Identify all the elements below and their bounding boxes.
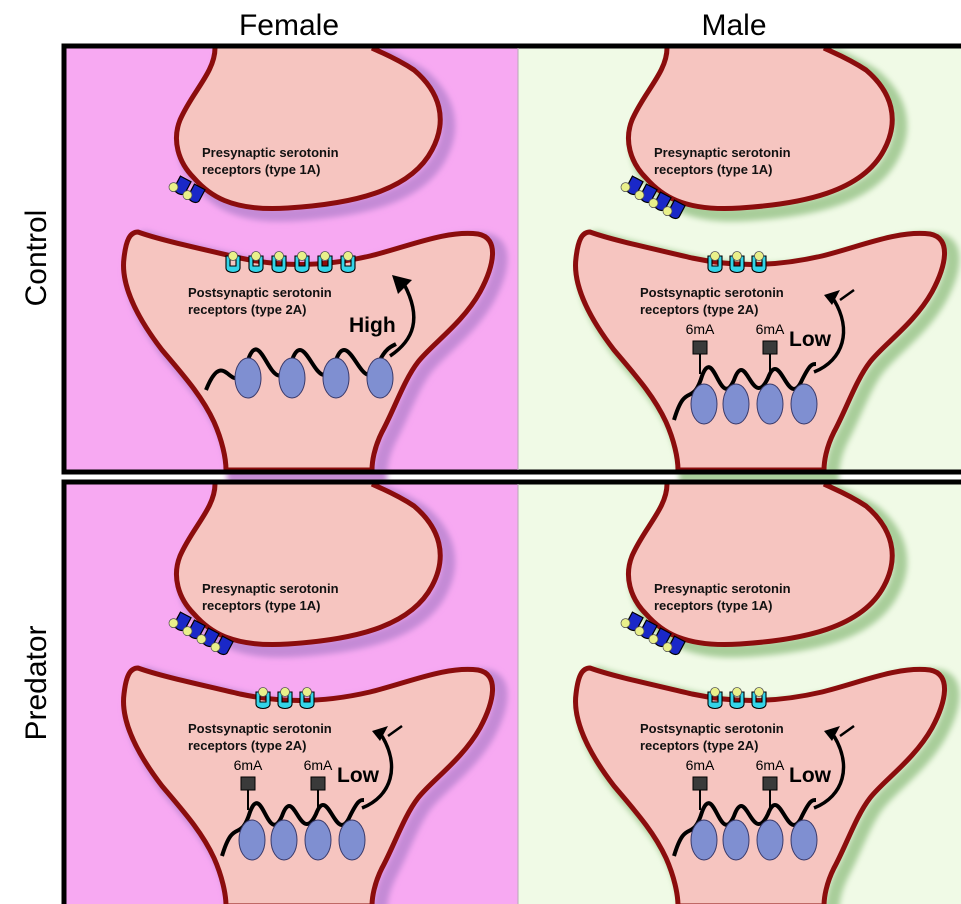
nucleosome-icon bbox=[235, 358, 261, 398]
methylation-tag: 6mA bbox=[756, 757, 785, 773]
nucleosome-icon bbox=[367, 358, 393, 398]
presynaptic-label: receptors (type 1A) bbox=[202, 598, 320, 613]
serotonin-ligand bbox=[733, 688, 742, 697]
row-header-predator: Predator bbox=[20, 625, 53, 740]
nucleosome-icon bbox=[279, 358, 305, 398]
postsynaptic-label: Postsynaptic serotonin bbox=[640, 721, 784, 736]
nucleosome-icon bbox=[339, 820, 365, 860]
row-header-control: Control bbox=[20, 210, 53, 307]
presynaptic-neuron bbox=[628, 484, 892, 645]
methylation-tag: 6mA bbox=[756, 321, 785, 337]
nucleosome-icon bbox=[271, 820, 297, 860]
presynaptic-label: receptors (type 1A) bbox=[654, 162, 772, 177]
presynaptic-neuron bbox=[176, 484, 440, 645]
nucleosome-icon bbox=[323, 358, 349, 398]
presynaptic-label: Presynaptic serotonin bbox=[654, 145, 791, 160]
postsynaptic-label: receptors (type 2A) bbox=[640, 302, 758, 317]
methyl-mark-icon bbox=[763, 341, 777, 354]
methyl-mark-icon bbox=[693, 777, 707, 790]
presynaptic-label: Presynaptic serotonin bbox=[202, 145, 339, 160]
postsynaptic-label: receptors (type 2A) bbox=[640, 738, 758, 753]
expression-level-label: High bbox=[349, 314, 396, 337]
postsynaptic-label: receptors (type 2A) bbox=[188, 302, 306, 317]
nucleosome-icon bbox=[757, 820, 783, 860]
presynaptic-label: Presynaptic serotonin bbox=[654, 581, 791, 596]
nucleosome-icon bbox=[723, 384, 749, 424]
serotonin-ligand bbox=[711, 688, 720, 697]
serotonin-ligand bbox=[733, 252, 742, 261]
serotonin-ligand bbox=[252, 252, 261, 261]
presynaptic-label: receptors (type 1A) bbox=[654, 598, 772, 613]
nucleosome-icon bbox=[723, 820, 749, 860]
serotonin-ligand bbox=[275, 252, 284, 261]
nucleosome-icon bbox=[305, 820, 331, 860]
methyl-mark-icon bbox=[311, 777, 325, 790]
postsynaptic-label: Postsynaptic serotonin bbox=[188, 721, 332, 736]
methyl-mark-icon bbox=[693, 341, 707, 354]
methylation-tag: 6mA bbox=[686, 321, 715, 337]
serotonin-ligand bbox=[229, 252, 238, 261]
methylation-tag: 6mA bbox=[686, 757, 715, 773]
nucleosome-icon bbox=[691, 820, 717, 860]
serotonin-ligand bbox=[303, 688, 312, 697]
methyl-mark-icon bbox=[241, 777, 255, 790]
postsynaptic-label: receptors (type 2A) bbox=[188, 738, 306, 753]
serotonin-ligand bbox=[755, 252, 764, 261]
methylation-tag: 6mA bbox=[234, 757, 263, 773]
nucleosome-icon bbox=[791, 384, 817, 424]
expression-level-label: Low bbox=[789, 764, 832, 787]
presynaptic-label: receptors (type 1A) bbox=[202, 162, 320, 177]
presynaptic-neuron bbox=[628, 48, 892, 209]
serotonin-ligand bbox=[321, 252, 330, 261]
serotonin-ligand bbox=[281, 688, 290, 697]
nucleosome-icon bbox=[791, 820, 817, 860]
presynaptic-label: Presynaptic serotonin bbox=[202, 581, 339, 596]
postsynaptic-label: Postsynaptic serotonin bbox=[188, 285, 332, 300]
serotonin-ligand bbox=[259, 688, 268, 697]
nucleosome-icon bbox=[691, 384, 717, 424]
methylation-tag: 6mA bbox=[304, 757, 333, 773]
column-header-male: Male bbox=[701, 9, 766, 42]
serotonin-ligand bbox=[711, 252, 720, 261]
nucleosome-icon bbox=[757, 384, 783, 424]
nucleosome-icon bbox=[239, 820, 265, 860]
serotonin-ligand bbox=[344, 252, 353, 261]
serotonin-ligand bbox=[755, 688, 764, 697]
column-header-female: Female bbox=[239, 9, 339, 42]
expression-level-label: Low bbox=[789, 328, 832, 351]
presynaptic-neuron bbox=[176, 48, 440, 209]
expression-level-label: Low bbox=[337, 764, 380, 787]
serotonin-ligand bbox=[298, 252, 307, 261]
methyl-mark-icon bbox=[763, 777, 777, 790]
postsynaptic-label: Postsynaptic serotonin bbox=[640, 285, 784, 300]
